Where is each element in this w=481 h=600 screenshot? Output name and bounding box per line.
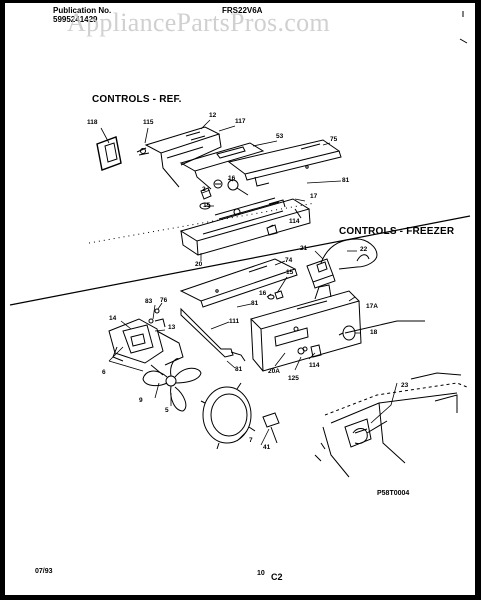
callout-13: 13 (168, 324, 176, 331)
ref-control-channel (179, 197, 311, 256)
callout-18: 18 (370, 329, 378, 336)
callout-17: 17 (310, 193, 318, 200)
callout-81: 81 (342, 177, 350, 184)
exploded-view-drawing (9, 11, 471, 478)
footer-date: 07/93 (35, 568, 53, 575)
callout-118: 118 (87, 119, 98, 126)
callout-81-lower: 81 (235, 366, 243, 373)
callout-74: 74 (285, 257, 293, 264)
callout-75: 75 (330, 136, 338, 143)
callout-22: 22 (360, 246, 368, 253)
callout-12: 12 (209, 112, 217, 119)
callout-20: 20 (195, 261, 203, 268)
footer-section-code: C2 (271, 572, 283, 582)
model-number: FRS22V6A (222, 6, 263, 15)
ref-control-housing (136, 126, 222, 188)
callout-6: 6 (102, 369, 106, 376)
callout-21: 21 (300, 245, 308, 252)
watermark: AppliancePartsPros.com (67, 8, 330, 37)
fan-motor-assembly (108, 308, 184, 366)
callout-9: 9 (139, 397, 143, 404)
callout-115: 115 (143, 119, 154, 126)
freezer-control-cover (179, 258, 298, 308)
callout-15-freezer: 15 (286, 269, 294, 276)
callout-125: 125 (288, 375, 299, 382)
publication-label: Publication No. (53, 6, 112, 15)
control-cover-part (227, 139, 342, 187)
callout-17A: 17A (366, 303, 378, 310)
section-title-refrigerator: CONTROLS - REF. (92, 94, 182, 105)
callout-15: 15 (203, 202, 211, 209)
callout-81-freezer: 81 (251, 300, 259, 307)
cabinet-corner (314, 320, 468, 478)
callout-41: 41 (263, 444, 271, 451)
publication-number: 5995241429 (53, 15, 98, 24)
callout-114: 114 (289, 218, 300, 225)
callout-117: 117 (235, 118, 246, 125)
section-title-freezer: CONTROLS - FREEZER (339, 226, 455, 237)
leader-lines (100, 119, 398, 446)
callout-16-freezer: 16 (259, 290, 267, 297)
fan-shroud (200, 382, 256, 450)
callout-16: 16 (228, 175, 236, 182)
screw-part (262, 412, 280, 444)
drawing-code: P58T0004 (377, 490, 410, 497)
callout-23: 23 (401, 382, 409, 389)
callout-53: 53 (276, 133, 284, 140)
callout-2: 2 (202, 186, 206, 193)
callout-7: 7 (249, 437, 253, 444)
callout-111: 111 (229, 318, 240, 325)
callout-14: 14 (109, 315, 117, 322)
fan-blade (142, 358, 202, 412)
callout-5: 5 (165, 407, 169, 414)
slide-control-part (179, 142, 265, 190)
label-tag-part (96, 136, 122, 171)
heater-wire (180, 307, 246, 362)
callout-83: 83 (145, 298, 153, 305)
lamp-socket-part (199, 179, 249, 210)
callout-20A: 20A (268, 368, 280, 375)
callout-76: 76 (160, 297, 168, 304)
footer-page-number: 10 (257, 570, 265, 577)
diagram-sheet: Publication No. 5995241429 FRS22V6A Appl… (5, 3, 475, 595)
freezer-lamp (267, 290, 284, 300)
freezer-thermostat (306, 238, 378, 289)
callout-114-freezer: 114 (309, 362, 320, 369)
